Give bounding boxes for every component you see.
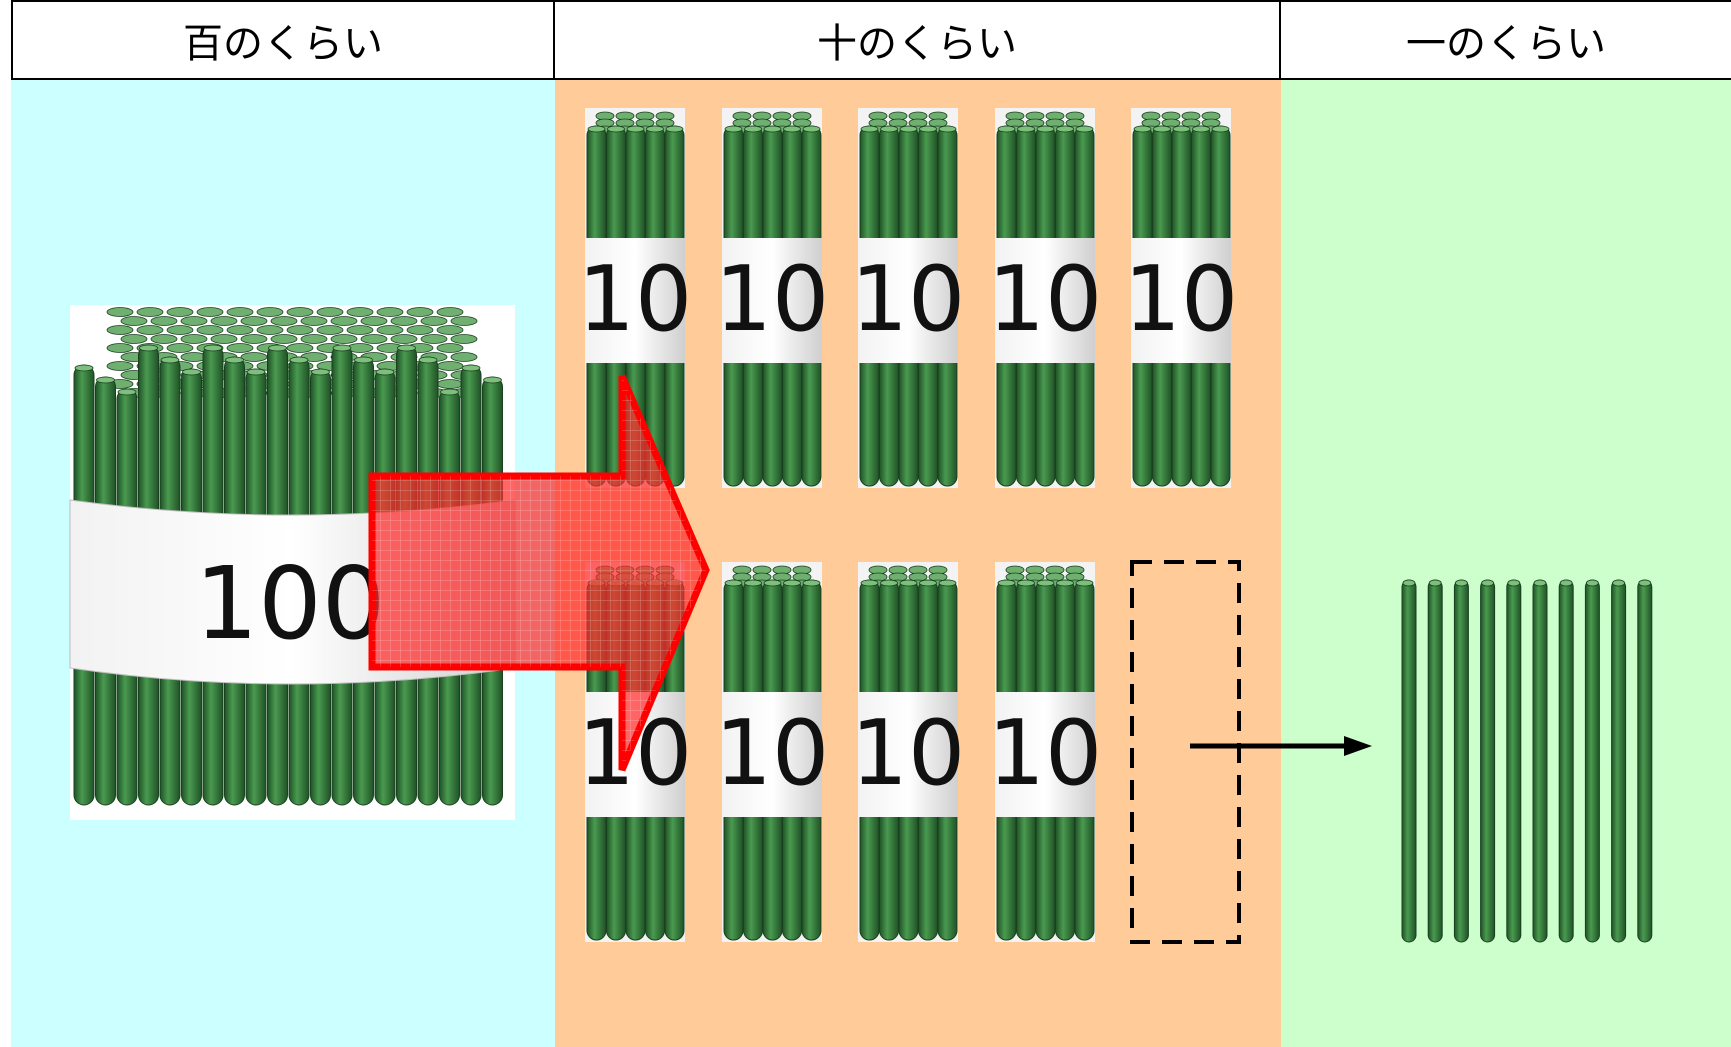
loose-sticks [1401, 579, 1653, 943]
ten-bundle-label: 10 [988, 701, 1103, 806]
empty-slot-outline [1130, 560, 1241, 944]
ten-bundle-label: 10 [851, 701, 966, 806]
loose-stick [1637, 579, 1653, 943]
loose-stick [1427, 579, 1443, 943]
ten-bundle-label: 10 [988, 247, 1103, 352]
ten-bundle-label: 10 [715, 247, 830, 352]
loose-stick [1532, 579, 1548, 943]
loose-stick [1584, 579, 1600, 943]
ten-bundle-label: 10 [715, 701, 830, 806]
loose-stick [1480, 579, 1496, 943]
loose-stick [1401, 579, 1417, 943]
hundreds-column-header: 百のくらい [11, 0, 555, 80]
ten-bundle: 10 [988, 562, 1103, 942]
hundred-bundle-label: 100 [195, 545, 386, 662]
ten-bundle: 10 [988, 108, 1103, 488]
ten-bundle: 10 [715, 108, 830, 488]
tens-column-header: 十のくらい [555, 0, 1281, 80]
exchange-arrow-icon [368, 374, 710, 772]
ones-column-header: 一のくらい [1281, 0, 1731, 80]
ten-bundle-label: 10 [851, 247, 966, 352]
ten-bundle: 10 [851, 108, 966, 488]
ten-bundle: 10 [715, 562, 830, 942]
ten-bundle-label: 10 [1124, 247, 1239, 352]
ten-bundle: 10 [851, 562, 966, 942]
ten-bundle-label: 10 [578, 247, 693, 352]
ten-bundle: 10 [578, 108, 693, 488]
unbundle-arrow-icon [1190, 736, 1372, 756]
loose-stick [1558, 579, 1574, 943]
loose-stick [1611, 579, 1627, 943]
loose-stick [1453, 579, 1469, 943]
loose-stick [1506, 579, 1522, 943]
ten-bundle: 10 [1124, 108, 1239, 488]
ones-column: 一のくらい [1281, 0, 1731, 1047]
empty-ten-slot [1130, 560, 1241, 944]
